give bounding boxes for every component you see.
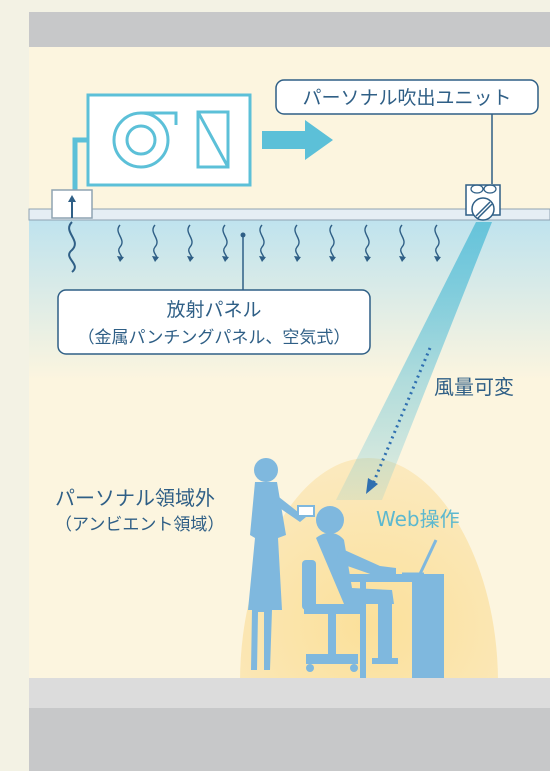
standing-person-icon — [248, 458, 315, 670]
supply-arrow-icon — [262, 120, 333, 160]
radiant-panel-sublabel: （金属パンチングパネル、空気式） — [78, 328, 351, 348]
radiant-panel-label-box — [57, 289, 371, 355]
radiant-panel-label: 放射パネル — [166, 299, 261, 321]
seated-person-icon — [302, 506, 398, 672]
airflow-beam — [336, 222, 492, 500]
desk-icon — [346, 574, 444, 678]
ceiling-panel-line — [28, 208, 550, 221]
outside-zone-sublabel: （アンビエント領域） — [55, 515, 224, 535]
radiant-waves-icon — [117, 224, 440, 260]
personal-unit-label: パーソナル吹出ユニット — [302, 87, 511, 109]
ceiling-slab — [29, 12, 550, 47]
airflow-arrow-icon — [366, 478, 378, 494]
floor — [29, 678, 550, 708]
web-operation-label: Web操作 — [376, 507, 460, 531]
floor-slab — [29, 708, 550, 771]
airflow-variable-label: 風量可変 — [434, 375, 514, 399]
duct — [72, 137, 88, 200]
personal-outlet-icon — [465, 184, 501, 221]
outside-zone-label: パーソナル領域外 — [55, 486, 215, 510]
air-handler-icon — [86, 93, 252, 187]
heat-wave-icon — [68, 221, 76, 273]
personal-unit-label-box — [275, 79, 539, 115]
airflow-direction-line — [370, 347, 432, 487]
laptop-icon — [402, 539, 438, 576]
